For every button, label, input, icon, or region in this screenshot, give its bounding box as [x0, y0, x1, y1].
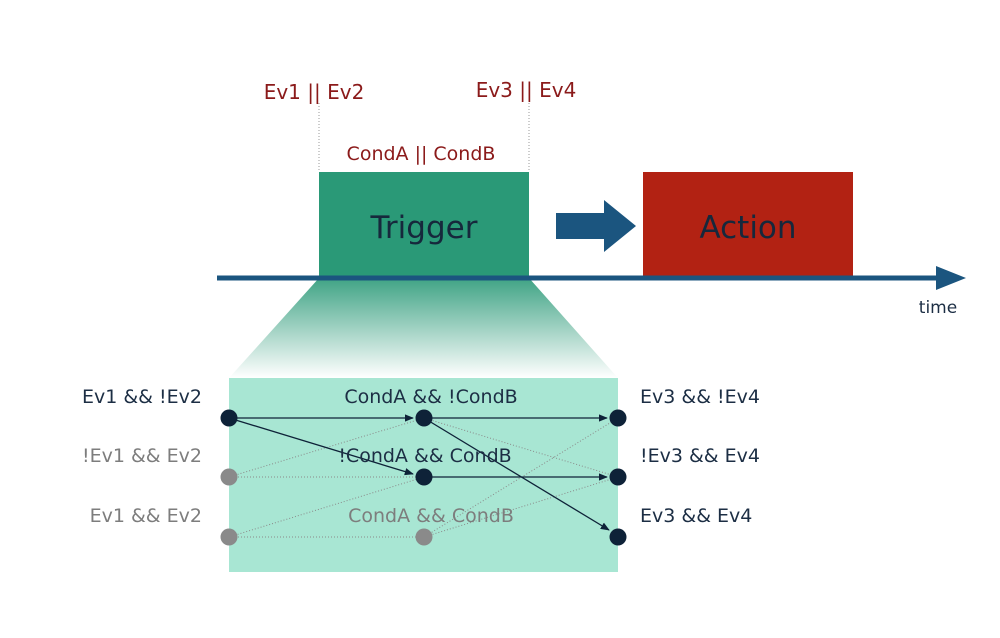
node-conda-condb — [415, 528, 433, 546]
condition-label: CondA || CondB — [347, 143, 496, 165]
node-ev3-ev4 — [609, 528, 627, 546]
node-conda-not-condb — [415, 409, 433, 427]
right-label-3: Ev3 && Ev4 — [640, 505, 752, 527]
node-ev3-not-ev4 — [609, 409, 627, 427]
dotted-line — [423, 476, 619, 538]
middle-label-1: CondA && !CondB — [344, 386, 517, 408]
middle-label-2: !CondA && CondB — [338, 445, 511, 467]
dotted-line — [228, 476, 425, 538]
state-nodes — [220, 409, 627, 546]
node-not-conda-condb — [415, 468, 433, 486]
left-label-1: Ev1 && !Ev2 — [82, 386, 202, 408]
right-label-1: Ev3 && !Ev4 — [640, 386, 760, 408]
node-not-ev3-ev4 — [609, 468, 627, 486]
node-ev1-not-ev2 — [220, 409, 238, 427]
transition-edge — [423, 417, 610, 531]
middle-label-3: CondA && CondB — [348, 505, 514, 527]
transition-arrow — [556, 200, 636, 252]
left-label-3: Ev1 && Ev2 — [90, 505, 202, 527]
start-event-label: Ev1 || Ev2 — [264, 80, 365, 104]
action-box — [643, 172, 853, 276]
trigger-label: Trigger — [370, 210, 478, 246]
node-ev1-ev2 — [220, 528, 238, 546]
dotted-line — [228, 417, 425, 478]
zoom-projection — [229, 278, 618, 378]
node-not-ev1-ev2 — [220, 468, 238, 486]
left-label-2: !Ev1 && Ev2 — [82, 445, 202, 467]
inactive-transitions — [228, 417, 619, 538]
time-label: time — [919, 298, 957, 318]
trigger-box — [319, 172, 529, 276]
action-label: Action — [699, 210, 796, 246]
dotted-line — [423, 417, 619, 538]
transition-edge — [228, 417, 414, 476]
time-axis-arrowhead — [936, 266, 966, 290]
dotted-line — [423, 417, 619, 478]
end-event-label: Ev3 || Ev4 — [476, 78, 577, 102]
active-transitions — [228, 414, 610, 531]
right-label-2: !Ev3 && Ev4 — [640, 445, 760, 467]
